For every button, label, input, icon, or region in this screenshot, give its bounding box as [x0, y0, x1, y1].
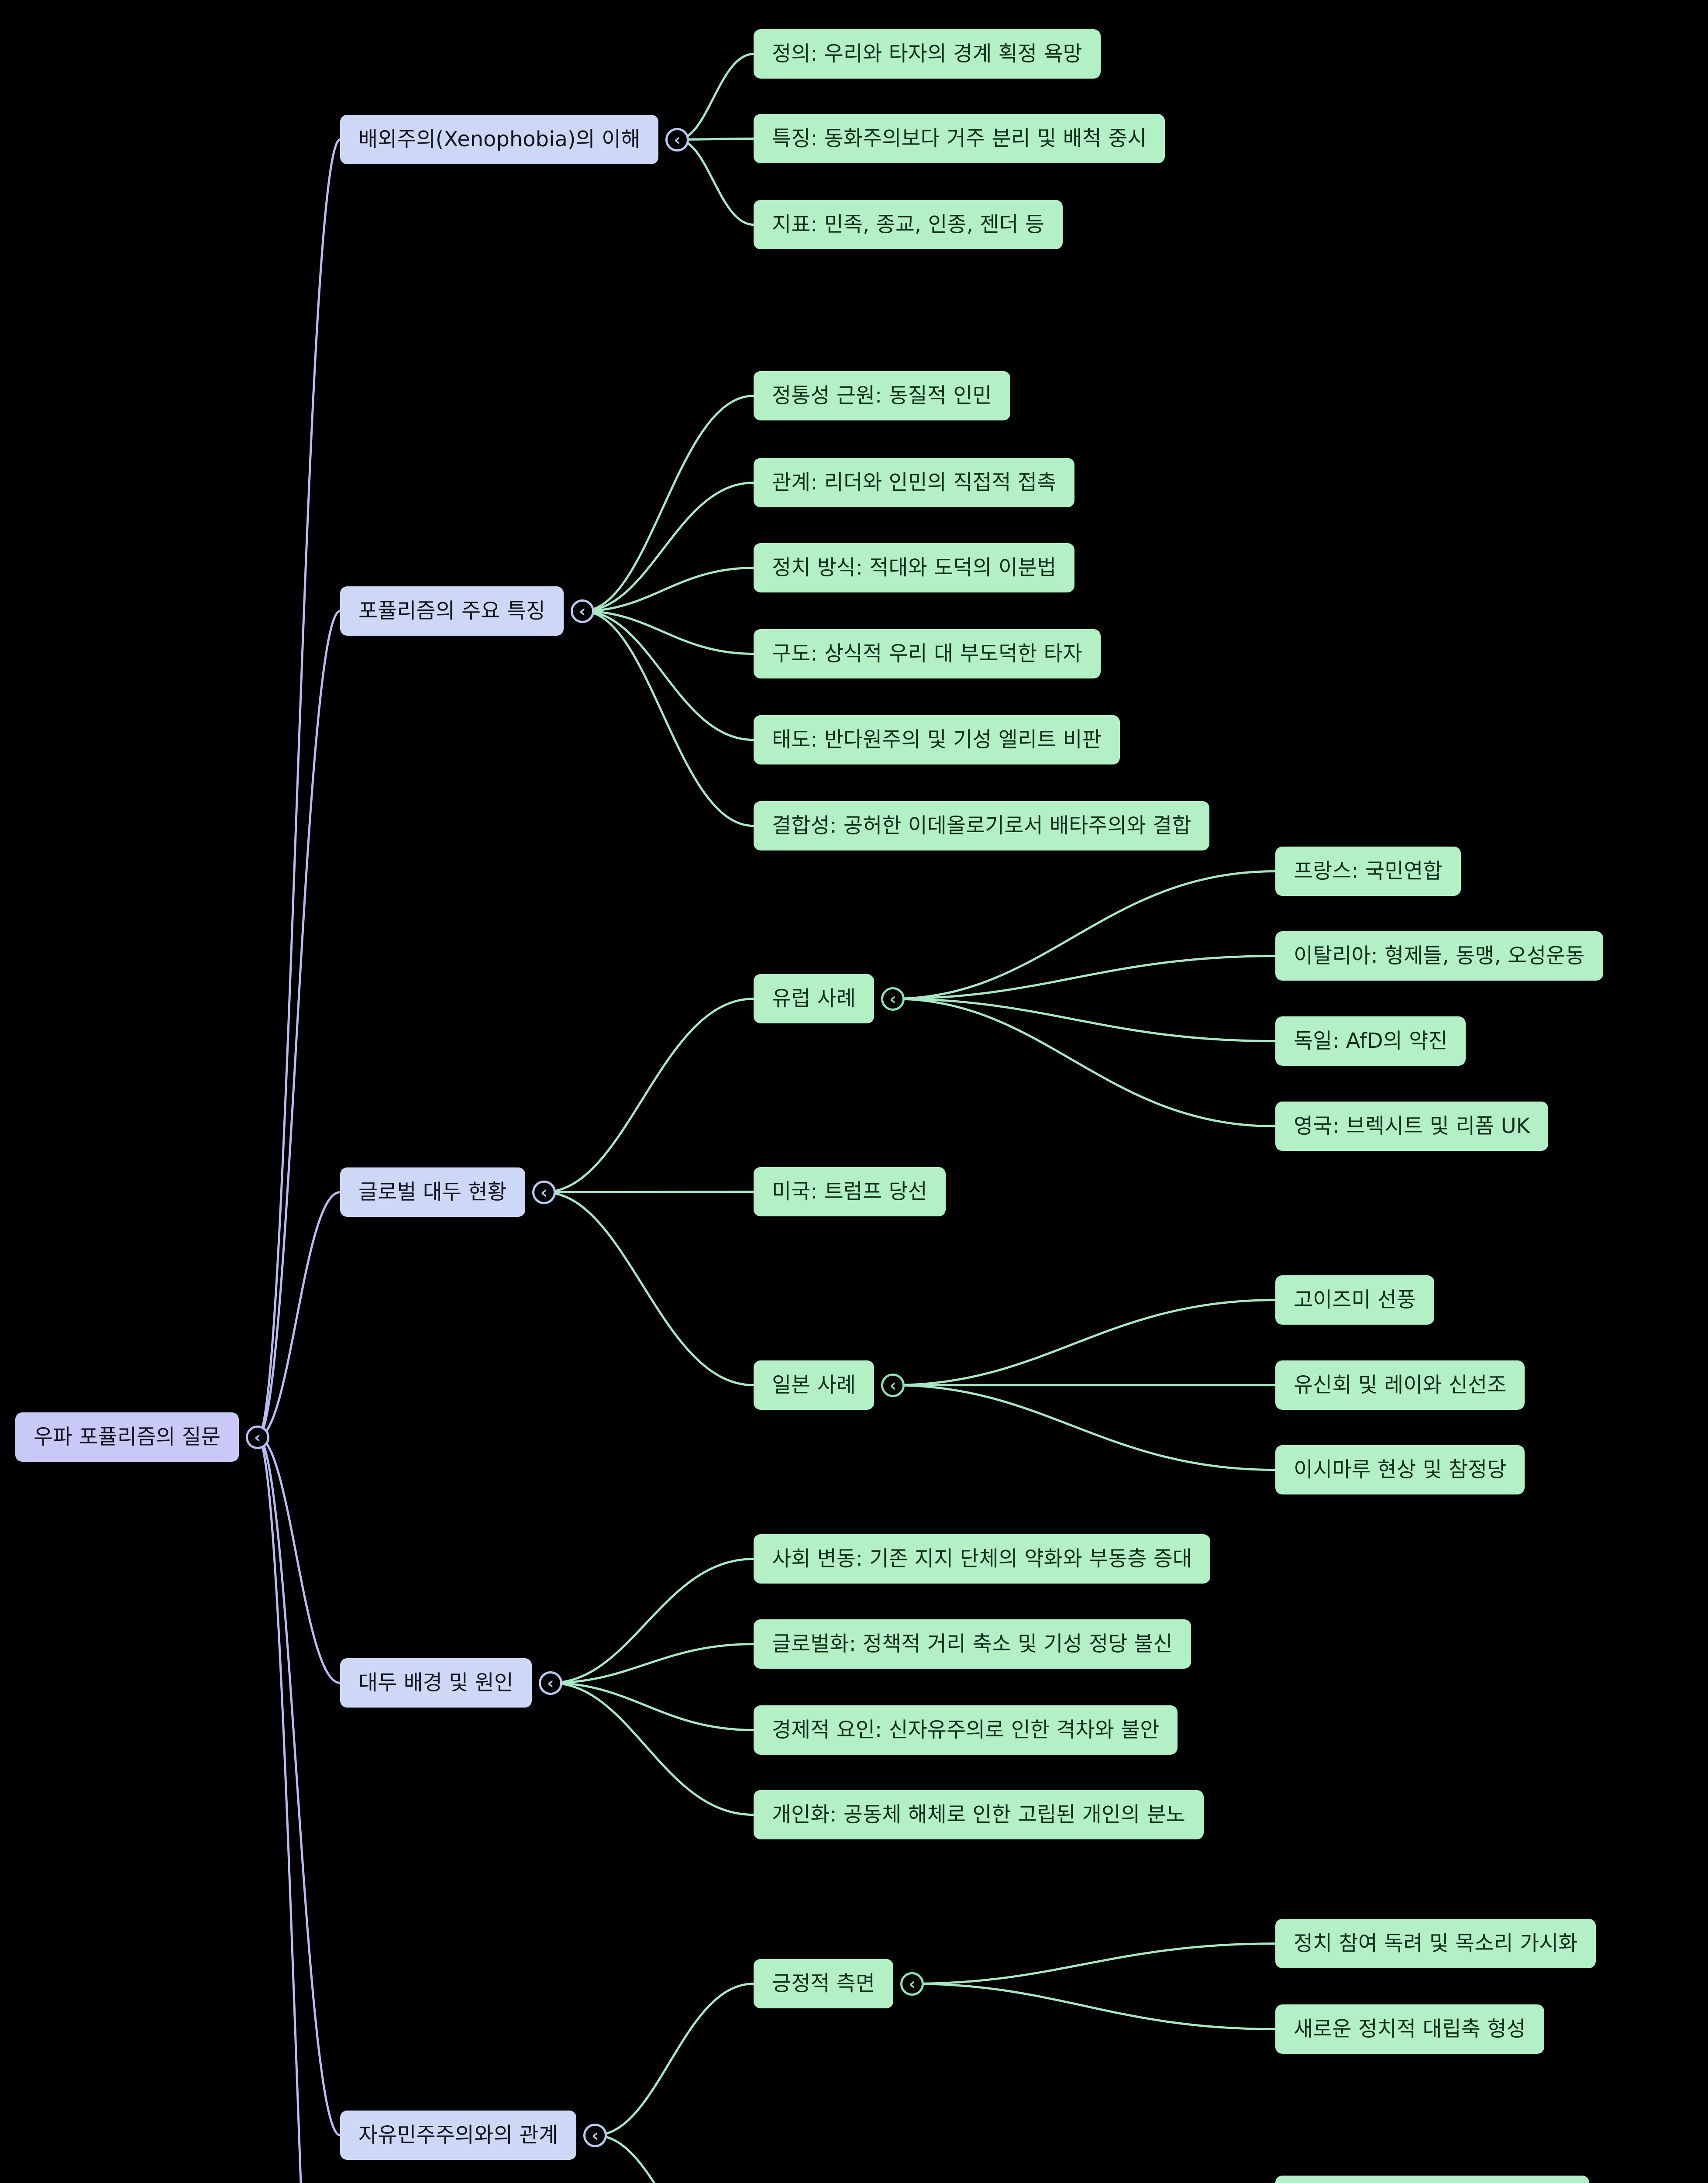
branch-node-xenophobia[interactable]: 배외주의(Xenophobia)의 이해 ‹ [340, 115, 689, 165]
node-label: 이탈리아: 형제들, 동맹, 오성운동 [1294, 943, 1585, 968]
subtopic-node-positive[interactable]: 긍정적 측면 ‹ [754, 1959, 924, 2009]
leaf-node[interactable]: 경제적 요인: 신자유주의로 인한 격차와 불안 [754, 1705, 1178, 1755]
node-label: 지표: 민족, 종교, 인종, 젠더 등 [772, 212, 1044, 237]
collapse-toggle[interactable]: ‹ [570, 599, 594, 623]
node-label: 글로벌화: 정책적 거리 축소 및 기성 정당 불신 [772, 1632, 1173, 1656]
branch-node-liberal-democracy[interactable]: 자유민주주의와의 관계 ‹ [340, 2111, 607, 2160]
node-label: 유신회 및 레이와 신선조 [1294, 1373, 1507, 1397]
node-label: 긍정적 측면 [772, 1971, 875, 1996]
node-label: 새로운 정치적 대립축 형성 [1294, 2017, 1526, 2041]
node-label: 정치 참여 독려 및 목소리 가시화 [1294, 1931, 1578, 1956]
branch-node-populism-features[interactable]: 포퓰리즘의 주요 특징 ‹ [340, 586, 594, 636]
leaf-node[interactable]: 글로벌화: 정책적 거리 축소 및 기성 정당 불신 [754, 1619, 1191, 1669]
collapse-toggle[interactable]: ‹ [900, 1972, 924, 1996]
node-label: 사회 변동: 기존 지지 단체의 약화와 부동층 증대 [772, 1546, 1192, 1571]
subtopic-node-japan[interactable]: 일본 사례 ‹ [754, 1360, 905, 1410]
node-label: 고이즈미 선풍 [1294, 1288, 1416, 1312]
leaf-node[interactable]: 태도: 반다원주의 및 기성 엘리트 비판 [754, 715, 1120, 765]
node-label: 포퓰리즘의 주요 특징 [358, 599, 545, 623]
node-label: 일본 사례 [772, 1373, 856, 1397]
leaf-node[interactable]: 정의: 우리와 타자의 경계 획정 욕망 [754, 29, 1101, 79]
leaf-node[interactable]: 정치 참여 독려 및 목소리 가시화 [1275, 1919, 1596, 1969]
leaf-node[interactable]: 결합성: 공허한 이데올로기로서 배타주의와 결합 [754, 801, 1210, 851]
leaf-node[interactable]: 정치 방식: 적대와 도덕의 이분법 [754, 543, 1075, 593]
collapse-toggle[interactable]: ‹ [665, 127, 689, 152]
leaf-node[interactable]: 영국: 브렉시트 및 리폼 UK [1275, 1102, 1549, 1151]
node-label: 배외주의(Xenophobia)의 이해 [358, 127, 640, 152]
leaf-node[interactable]: 프랑스: 국민연합 [1275, 847, 1461, 896]
node-label: 독일: AfD의 약진 [1294, 1029, 1448, 1053]
collapse-toggle[interactable]: ‹ [532, 1180, 556, 1204]
leaf-node[interactable]: 구도: 상식적 우리 대 부도덕한 타자 [754, 629, 1101, 679]
mindmap-root-node[interactable]: 우파 포퓰리즘의 질문 ‹ [15, 1412, 269, 1462]
leaf-node[interactable]: 정통성 근원: 동질적 인민 [754, 371, 1010, 421]
collapse-toggle[interactable]: ‹ [881, 1373, 905, 1397]
node-label: 정치 방식: 적대와 도덕의 이분법 [772, 555, 1057, 580]
collapse-toggle[interactable]: ‹ [881, 987, 905, 1011]
node-label: 관계: 리더와 인민의 직접적 접촉 [772, 470, 1057, 495]
node-label: 이시마루 현상 및 참정당 [1294, 1457, 1507, 1482]
node-label: 정의: 우리와 타자의 경계 획정 욕망 [772, 41, 1082, 66]
subtopic-node-europe[interactable]: 유럽 사례 ‹ [754, 974, 905, 1024]
leaf-node[interactable]: 미국: 트럼프 당선 [754, 1167, 946, 1217]
node-label: 우파 포퓰리즘의 질문 [34, 1425, 220, 1449]
node-label: 정통성 근원: 동질적 인민 [772, 383, 992, 408]
leaf-node[interactable]: 개인화: 공동체 해체로 인한 고립된 개인의 분노 [754, 1790, 1204, 1840]
leaf-node[interactable]: 지표: 민족, 종교, 인종, 젠더 등 [754, 200, 1063, 250]
node-label: 유럽 사례 [772, 986, 856, 1011]
node-label: 구도: 상식적 우리 대 부도덕한 타자 [772, 641, 1082, 666]
node-label: 영국: 브렉시트 및 리폼 UK [1294, 1114, 1530, 1138]
node-label: 결합성: 공허한 이데올로기로서 배타주의와 결합 [772, 813, 1191, 838]
collapse-toggle[interactable]: ‹ [538, 1671, 562, 1695]
leaf-node[interactable]: 독일: AfD의 약진 [1275, 1016, 1466, 1066]
node-label: 글로벌 대두 현황 [358, 1180, 507, 1204]
node-label: 태도: 반다원주의 및 기성 엘리트 비판 [772, 727, 1102, 752]
node-label: 미국: 트럼프 당선 [772, 1179, 927, 1204]
node-label: 자유민주주의와의 관계 [358, 2123, 558, 2147]
node-label: 경제적 요인: 신자유주의로 인한 격차와 불안 [772, 1718, 1160, 1742]
branch-node-global-rise[interactable]: 글로벌 대두 현황 ‹ [340, 1167, 556, 1217]
leaf-node[interactable]: 자유주의 경시 및 입헌주의 파괴 [1275, 2176, 1590, 2183]
node-label: 개인화: 공동체 해체로 인한 고립된 개인의 분노 [772, 1802, 1185, 1827]
branch-node-background-causes[interactable]: 대두 배경 및 원인 ‹ [340, 1658, 562, 1708]
collapse-toggle[interactable]: ‹ [583, 2123, 607, 2147]
leaf-node[interactable]: 이탈리아: 형제들, 동맹, 오성운동 [1275, 931, 1603, 981]
leaf-node[interactable]: 고이즈미 선풍 [1275, 1275, 1435, 1325]
leaf-node[interactable]: 특징: 동화주의보다 거주 분리 및 배척 중시 [754, 114, 1165, 164]
leaf-node[interactable]: 관계: 리더와 인민의 직접적 접촉 [754, 458, 1075, 508]
leaf-node[interactable]: 사회 변동: 기존 지지 단체의 약화와 부동층 증대 [754, 1534, 1211, 1584]
node-label: 프랑스: 국민연합 [1294, 859, 1443, 883]
leaf-node[interactable]: 이시마루 현상 및 참정당 [1275, 1445, 1525, 1495]
leaf-node[interactable]: 유신회 및 레이와 신선조 [1275, 1360, 1525, 1410]
node-label: 대두 배경 및 원인 [358, 1670, 513, 1695]
collapse-toggle[interactable]: ‹ [245, 1425, 269, 1449]
node-label: 특징: 동화주의보다 거주 분리 및 배척 중시 [772, 126, 1147, 151]
leaf-node[interactable]: 새로운 정치적 대립축 형성 [1275, 2004, 1544, 2054]
